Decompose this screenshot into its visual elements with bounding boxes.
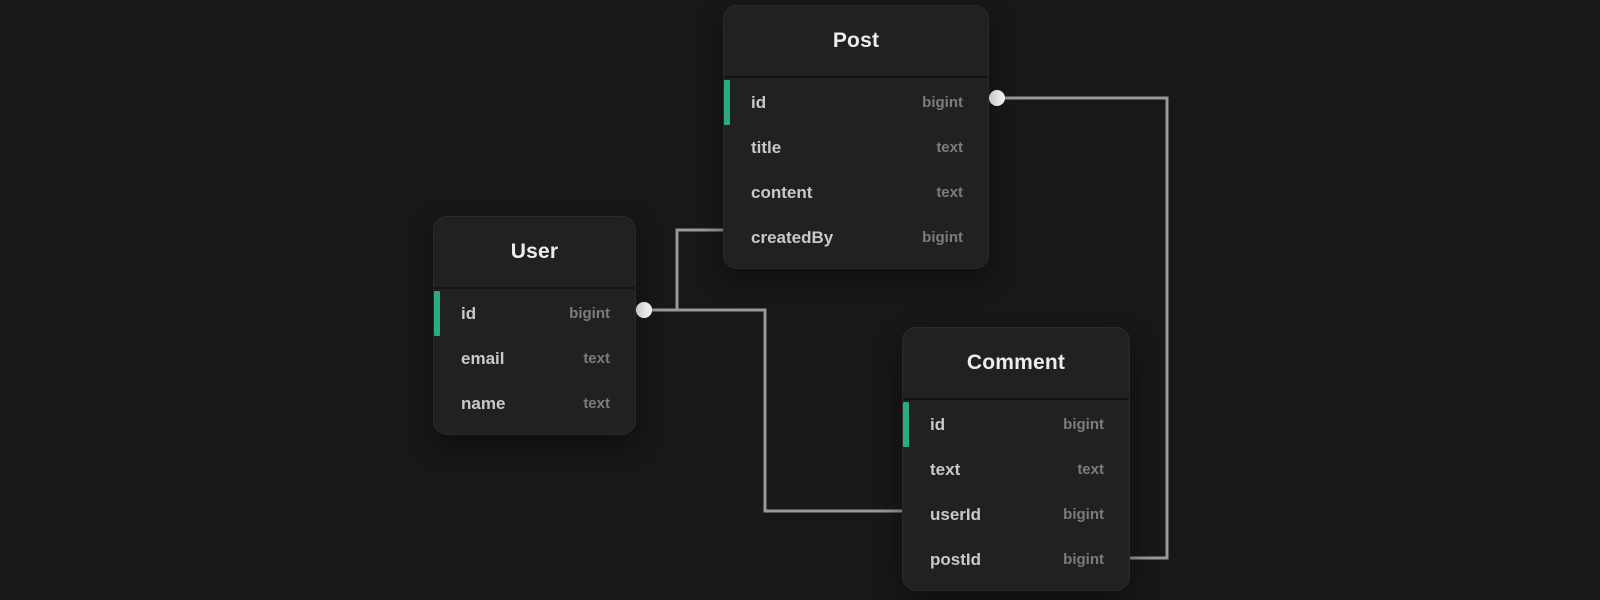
field-name: id [461,303,477,323]
field-type: text [583,395,610,412]
field-name: createdBy [751,227,834,247]
field-row-userid[interactable]: userId bigint [903,492,1129,537]
primary-key-accent-bar [724,80,730,125]
table-header-user: User [434,217,635,289]
field-type: bigint [1063,506,1104,523]
table-title: Comment [966,351,1066,374]
field-row-text[interactable]: text text [903,447,1129,492]
field-type: text [1077,461,1104,478]
field-row-id[interactable]: id bigint [903,402,1129,447]
field-name: id [751,92,767,112]
field-type: text [936,184,963,201]
field-name: email [461,348,505,368]
table-body: id bigint title text content text createdBy big… [724,78,988,268]
field-type: text [936,139,963,156]
table-title: User [510,240,559,263]
primary-key-accent-bar [434,291,440,336]
field-type: bigint [569,305,610,322]
field-row-id[interactable]: id bigint [434,291,635,336]
table-card-post[interactable]: Post id bigint title text content text createdB… [723,5,989,269]
field-row-createdby[interactable]: createdBy bigint [724,215,988,260]
field-row-content[interactable]: content text [724,170,988,215]
field-type: text [583,350,610,367]
table-card-user[interactable]: User id bigint email text name text [433,216,636,435]
field-name: name [461,393,506,413]
field-name: userId [930,504,982,524]
field-row-email[interactable]: email text [434,336,635,381]
connector-dot-post-id-to-comment-postId[interactable] [989,90,1005,106]
field-name: title [751,137,782,157]
primary-key-accent-bar [903,402,909,447]
field-name: content [751,182,813,202]
field-row-title[interactable]: title text [724,125,988,170]
relationship-line-post-id-to-comment-postId[interactable] [997,96,1169,560]
relationship-line-user-id-to-comment-userId[interactable] [644,308,904,513]
field-name: text [930,459,961,479]
table-body: id bigint email text name text [434,289,635,434]
field-row-postid[interactable]: postId bigint [903,537,1129,582]
field-type: bigint [1063,416,1104,433]
table-title: Post [832,29,880,52]
table-header-comment: Comment [903,328,1129,400]
field-name: postId [930,549,981,569]
relationship-line-user-id-to-post-createdBy[interactable] [644,228,725,312]
field-type: bigint [922,229,963,246]
table-header-post: Post [724,6,988,78]
field-row-name[interactable]: name text [434,381,635,426]
field-type: bigint [922,94,963,111]
field-type: bigint [1063,551,1104,568]
field-row-id[interactable]: id bigint [724,80,988,125]
connector-dot-user-id-to-comment-userId[interactable] [636,302,652,318]
field-name: id [930,414,946,434]
table-body: id bigint text text userId bigint postId bigint [903,400,1129,590]
